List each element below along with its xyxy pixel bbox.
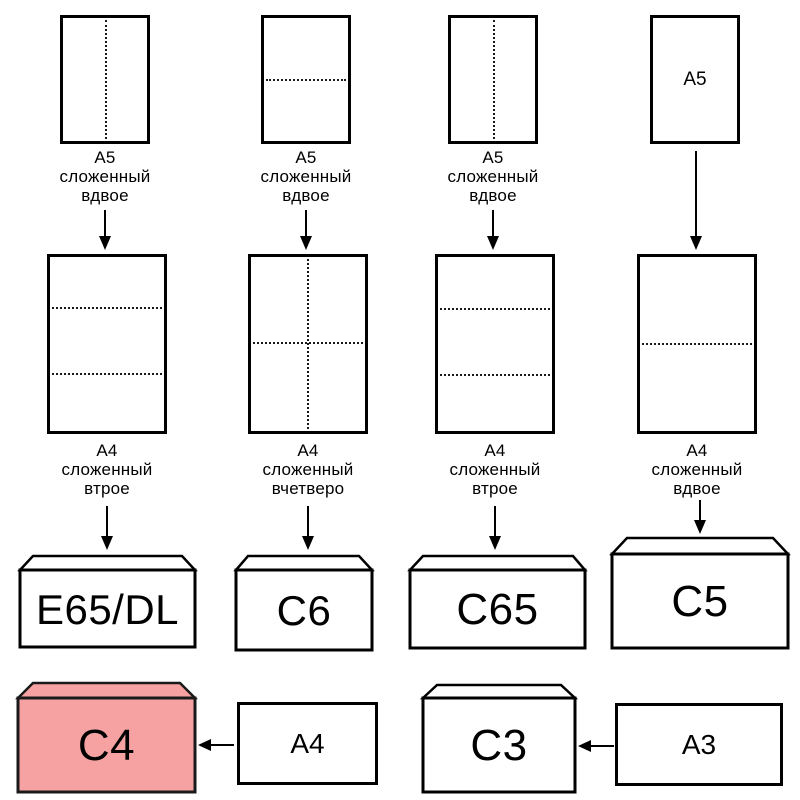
fold-line-horizontal: [253, 342, 363, 344]
envelope-e65dl-label: E65/DL: [35, 585, 180, 633]
envelope-c4: [15, 681, 198, 794]
fold-line-horizontal: [440, 308, 550, 310]
sheet-a5-col1: [60, 15, 150, 144]
sheet-a4-col3: [435, 254, 555, 434]
sheet-a4-col2: [248, 254, 368, 434]
envelope-c6: [233, 554, 375, 652]
envelope-c5-label: C5: [671, 577, 729, 626]
envelope-c5: [609, 536, 791, 650]
sheet-a3-source-label: А3: [681, 728, 717, 760]
arrow-down-icon: [300, 210, 312, 250]
caption-a5-folded-col1: А5 сложенный вдвое: [59, 148, 151, 205]
arrow-down-icon: [487, 210, 499, 250]
sheet-a4-col4: [637, 254, 757, 434]
arrow-down-icon: [99, 210, 111, 250]
sheet-a3-source: А3: [615, 703, 783, 786]
arrow-down-icon: [101, 506, 113, 550]
sheet-a5-label: А5: [683, 68, 707, 90]
fold-line-horizontal: [266, 79, 346, 81]
arrow-left-icon: [198, 739, 234, 751]
caption-a4-folded-col3: А4 сложенный втрое: [449, 441, 541, 498]
fold-line-vertical: [493, 20, 495, 139]
caption-a5-folded-col2: А5 сложенный вдвое: [260, 148, 352, 205]
sheet-a4-col1: [47, 254, 167, 434]
envelope-c65: [407, 554, 588, 650]
fold-line-horizontal: [52, 307, 162, 309]
caption-a4-folded-col2: А4 сложенный вчетверо: [262, 441, 354, 498]
caption-a5-folded-col3: А5 сложенный вдвое: [447, 148, 539, 205]
arrow-down-icon: [489, 506, 501, 550]
sheet-a4-source-label: А4: [290, 727, 325, 759]
fold-line-horizontal: [642, 343, 752, 345]
envelope-c4-label: C4: [77, 721, 136, 770]
fold-line-vertical: [105, 20, 107, 139]
envelope-c3: [420, 683, 578, 794]
sheet-a4-source: А4: [237, 702, 378, 785]
arrow-left-icon: [578, 740, 614, 752]
fold-line-vertical: [307, 259, 309, 429]
sheet-a5-col4: А5: [650, 15, 740, 144]
arrow-down-icon: [302, 506, 314, 550]
envelope-c3-label: C3: [470, 721, 528, 770]
envelope-c65-label: C65: [456, 585, 539, 634]
caption-a4-folded-col1: А4 сложенный втрое: [61, 441, 153, 498]
envelope-c6-label: C6: [276, 587, 332, 634]
fold-line-horizontal: [52, 373, 162, 375]
sheet-a5-col2: [261, 15, 351, 144]
arrow-down-icon: [690, 151, 702, 250]
arrow-down-icon: [694, 500, 706, 534]
fold-line-horizontal: [440, 374, 550, 376]
envelope-e65dl: [17, 554, 198, 649]
sheet-a5-col3: [448, 15, 538, 144]
caption-a4-folded-col4: А4 сложенный вдвое: [651, 441, 743, 498]
